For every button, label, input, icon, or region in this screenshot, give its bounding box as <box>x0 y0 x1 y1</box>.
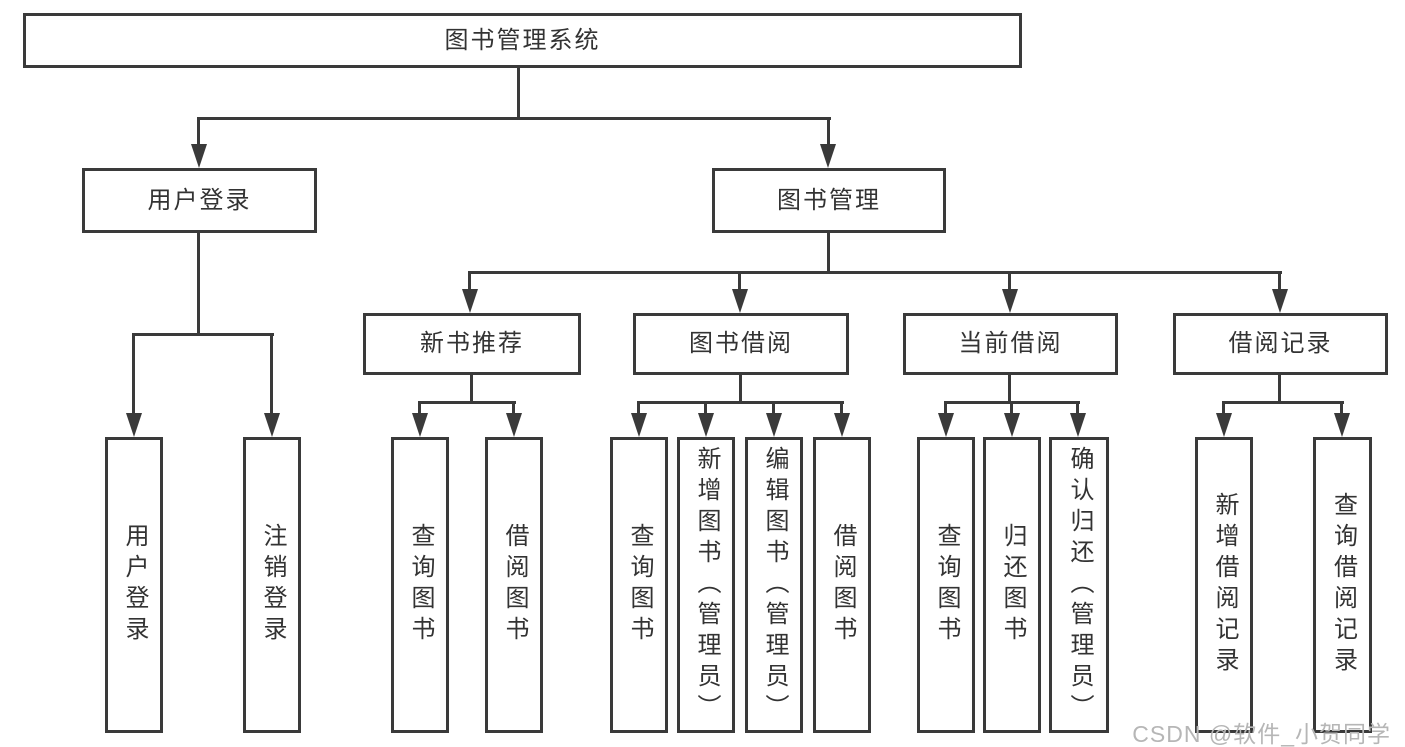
leaf-borrow-books-borrowing: 借阅图书 <box>813 437 871 733</box>
node-library-system: 图书管理系统 <box>23 13 1022 68</box>
arrow-down-icon <box>126 413 142 437</box>
node-library-system-label: 图书管理系统 <box>444 26 601 54</box>
arrow-down-icon <box>1272 289 1288 313</box>
connector-line <box>637 401 640 419</box>
connector-line <box>827 231 830 274</box>
leaf-user-login-label: 用户登录 <box>121 523 148 647</box>
leaf-add-book-admin-label: 新增图书（管理员） <box>693 445 720 725</box>
connector-line <box>704 401 707 419</box>
leaf-borrow-books-borrowing-label: 借阅图书 <box>829 523 856 647</box>
leaf-add-borrow-record-label: 新增借阅记录 <box>1211 492 1238 678</box>
connector-line <box>197 117 200 147</box>
leaf-query-books-current-label: 查询图书 <box>933 523 960 647</box>
leaf-user-login: 用户登录 <box>105 437 163 733</box>
arrow-down-icon <box>820 144 836 168</box>
leaf-query-books-recommend: 查询图书 <box>391 437 449 733</box>
arrow-down-icon <box>938 413 954 437</box>
arrow-down-icon <box>1216 413 1232 437</box>
connector-line <box>1222 401 1344 404</box>
node-book-management-label: 图书管理 <box>777 186 881 214</box>
leaf-query-borrow-record: 查询借阅记录 <box>1313 437 1372 733</box>
connector-line <box>197 231 200 335</box>
connector-line <box>132 333 274 336</box>
leaf-query-books-recommend-label: 查询图书 <box>407 523 434 647</box>
arrow-down-icon <box>1070 413 1086 437</box>
leaf-add-borrow-record: 新增借阅记录 <box>1195 437 1253 733</box>
connector-line <box>1278 373 1281 404</box>
connector-line <box>944 401 947 419</box>
connector-line <box>840 401 843 419</box>
leaf-add-book-admin: 新增图书（管理员） <box>677 437 735 733</box>
arrow-down-icon <box>506 413 522 437</box>
leaf-borrow-books-recommend-label: 借阅图书 <box>501 523 528 647</box>
connector-line <box>270 333 273 417</box>
connector-line <box>1222 401 1225 419</box>
arrow-down-icon <box>834 413 850 437</box>
connector-line <box>1008 271 1011 293</box>
arrow-down-icon <box>732 289 748 313</box>
connector-line <box>1278 271 1281 293</box>
leaf-logout-label: 注销登录 <box>259 523 286 647</box>
arrow-down-icon <box>191 144 207 168</box>
node-user-login: 用户登录 <box>82 168 317 233</box>
csdn-watermark: CSDN @软件_小贺同学 <box>1132 721 1391 747</box>
connector-line <box>197 117 831 120</box>
connector-line <box>517 66 520 119</box>
connector-line <box>132 333 135 417</box>
connector-line <box>637 401 844 404</box>
node-current-borrowing-label: 当前借阅 <box>958 330 1063 357</box>
connector-line <box>470 373 473 404</box>
leaf-edit-book-admin-label: 编辑图书（管理员） <box>761 445 788 725</box>
arrow-down-icon <box>462 289 478 313</box>
arrow-down-icon <box>264 413 280 437</box>
arrow-down-icon <box>412 413 428 437</box>
leaf-borrow-books-recommend: 借阅图书 <box>485 437 543 733</box>
node-new-book-recommendation-label: 新书推荐 <box>420 330 524 357</box>
node-current-borrowing: 当前借阅 <box>903 313 1118 375</box>
connector-line <box>1008 373 1011 404</box>
connector-line <box>738 271 741 293</box>
leaf-return-book-label: 归还图书 <box>999 523 1026 647</box>
node-book-borrowing-label: 图书借阅 <box>689 330 793 357</box>
arrow-down-icon <box>766 413 782 437</box>
node-book-borrowing: 图书借阅 <box>633 313 849 375</box>
leaf-edit-book-admin: 编辑图书（管理员） <box>745 437 803 733</box>
leaf-confirm-return-admin: 确认归还（管理员） <box>1049 437 1109 733</box>
arrow-down-icon <box>1334 413 1350 437</box>
arrow-down-icon <box>1002 289 1018 313</box>
connector-line <box>1340 401 1343 419</box>
arrow-down-icon <box>698 413 714 437</box>
node-borrowing-records: 借阅记录 <box>1173 313 1388 375</box>
connector-line <box>418 401 421 419</box>
leaf-query-books-borrowing: 查询图书 <box>610 437 668 733</box>
node-book-management: 图书管理 <box>712 168 946 233</box>
node-new-book-recommendation: 新书推荐 <box>363 313 581 375</box>
connector-line <box>739 373 742 404</box>
leaf-logout: 注销登录 <box>243 437 301 733</box>
leaf-return-book: 归还图书 <box>983 437 1041 733</box>
arrow-down-icon <box>631 413 647 437</box>
node-borrowing-records-label: 借阅记录 <box>1228 330 1333 357</box>
connector-line <box>827 117 830 147</box>
connector-line <box>468 271 471 293</box>
leaf-query-books-borrowing-label: 查询图书 <box>626 523 653 647</box>
leaf-query-books-current: 查询图书 <box>917 437 975 733</box>
arrow-down-icon <box>1004 413 1020 437</box>
connector-line <box>1010 401 1013 419</box>
connector-line <box>1076 401 1079 419</box>
connector-line <box>418 401 516 404</box>
leaf-query-borrow-record-label: 查询借阅记录 <box>1329 492 1357 678</box>
leaf-confirm-return-admin-label: 确认归还（管理员） <box>1066 445 1093 725</box>
node-user-login-label: 用户登录 <box>147 186 252 214</box>
connector-line <box>468 271 1282 274</box>
connector-line <box>772 401 775 419</box>
connector-line <box>512 401 515 419</box>
